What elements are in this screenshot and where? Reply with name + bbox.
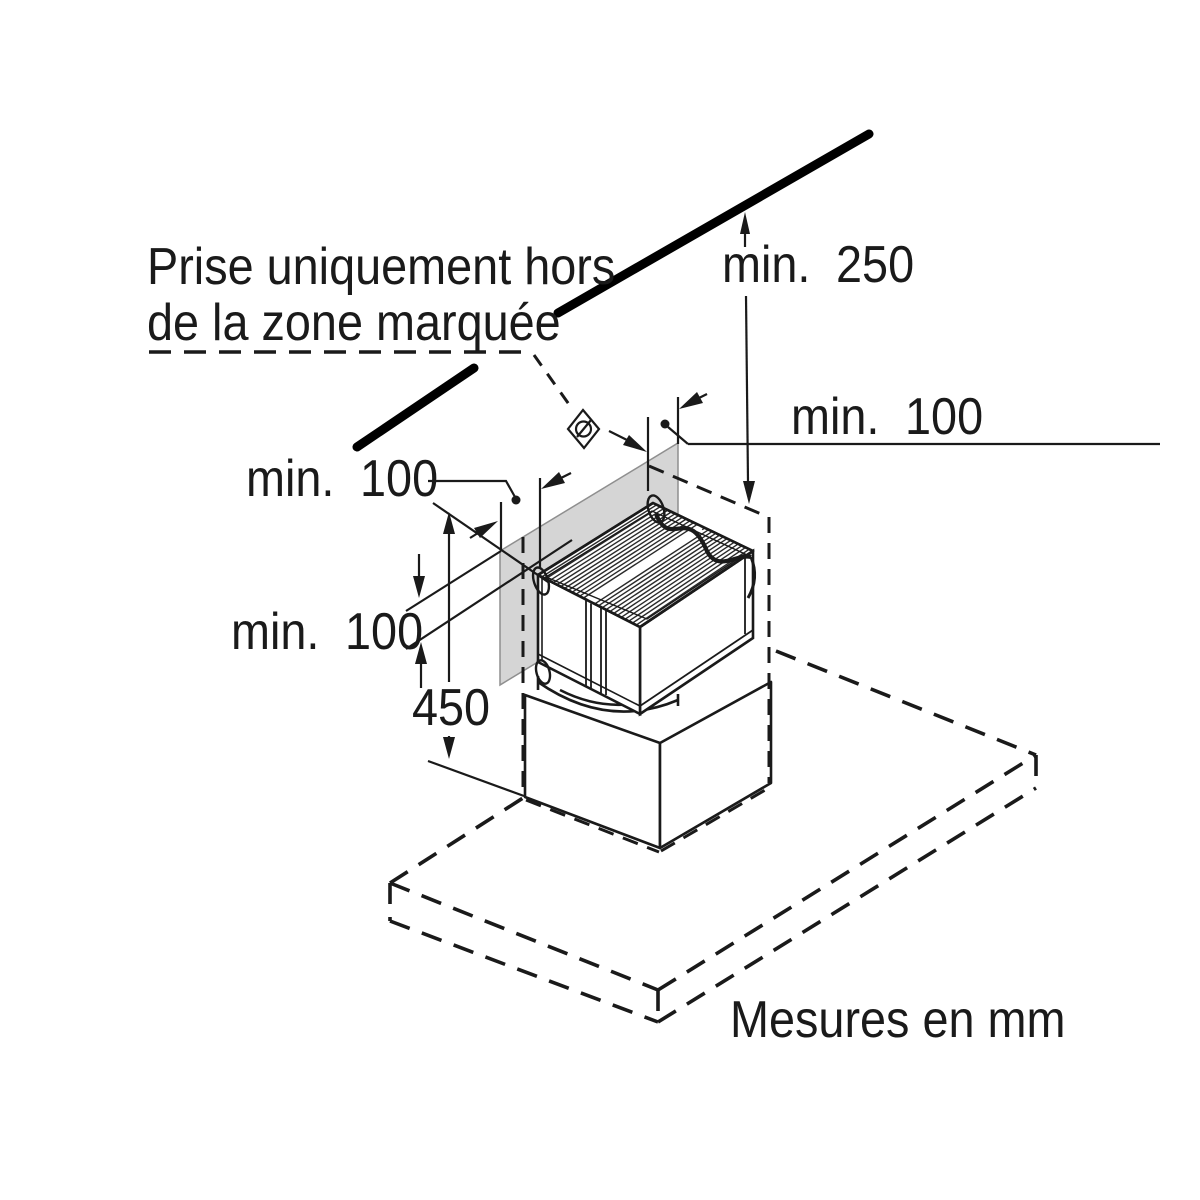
dimension-min-100-zone-label: min. 100 (231, 603, 424, 661)
socket-note-leader (149, 350, 575, 411)
note-socket-outside-zone-line1: Prise uniquement hors (147, 238, 616, 296)
units-note-label: Mesures en mm (730, 991, 1066, 1049)
hood-canopy-dashed (388, 649, 1038, 1024)
dimension-min-100-left-label: min. 100 (246, 450, 439, 508)
power-socket-icon (566, 408, 601, 450)
dimension-min-100-right-label: min. 100 (791, 388, 984, 446)
clamp-strap (654, 513, 752, 564)
cleanair-filter-module (531, 494, 757, 717)
dimension-lines (405, 230, 1160, 798)
sloped-ceiling-line (352, 129, 874, 452)
dimension-450-label: 450 (412, 679, 491, 737)
dimension-min-250-label: min. 250 (722, 236, 915, 294)
clamp-loop-icon (534, 659, 552, 685)
hood-chimney (523, 680, 773, 850)
clearance-envelope-edges (521, 517, 773, 854)
clamp-loop-icon (531, 566, 551, 596)
dimension-arrowheads (413, 212, 755, 759)
note-socket-outside-zone-line2: de la zone marquée (147, 294, 561, 352)
